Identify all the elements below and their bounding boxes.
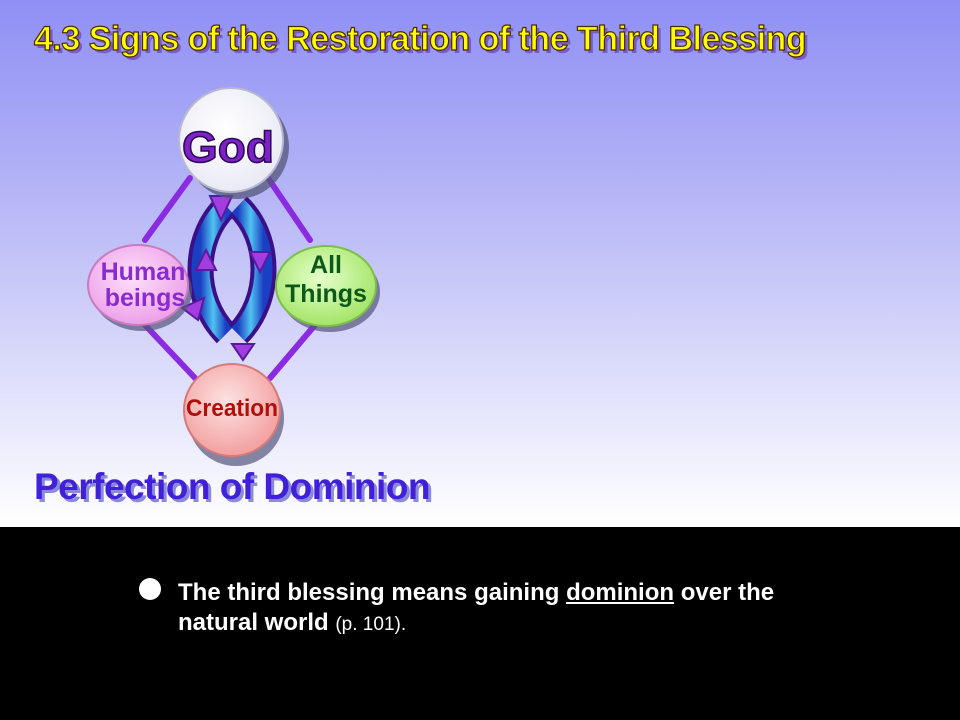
bullet-text: The third blessing means gaining dominio… (178, 578, 858, 640)
slide-subtitle: Perfection of Dominion (34, 466, 431, 507)
creation-node: Creation (183, 363, 284, 466)
all-things-label-line1: All (310, 251, 342, 279)
slide-title: 4.3 Signs of the Restoration of the Thir… (33, 19, 807, 58)
diamond-connector-lines (142, 175, 318, 381)
cycle-arrows-icon (180, 195, 277, 362)
bullet-text-before: The third blessing means gaining (178, 579, 567, 606)
bullet-text-after: over the natural world (178, 579, 775, 636)
human-beings-node: Human beings (87, 244, 192, 331)
bullet-keyword-dominion: dominion (566, 579, 675, 606)
creation-label: Creation (186, 395, 278, 422)
all-things-node: All Things (275, 245, 380, 332)
human-label-line1: Human (101, 258, 186, 286)
god-label: God (182, 123, 274, 172)
four-position-diagram: God Human beings All Things Creation (87, 87, 380, 466)
all-things-label-line2: Things (285, 280, 367, 308)
page-reference: (p. 101). (335, 614, 407, 635)
god-node: God (178, 87, 289, 199)
bullet-point-icon (139, 578, 161, 600)
human-label-line2: beings (105, 284, 186, 312)
slide-background: 4.3 Signs of the Restoration of the Thir… (0, 0, 960, 527)
bullet-section (0, 527, 960, 720)
